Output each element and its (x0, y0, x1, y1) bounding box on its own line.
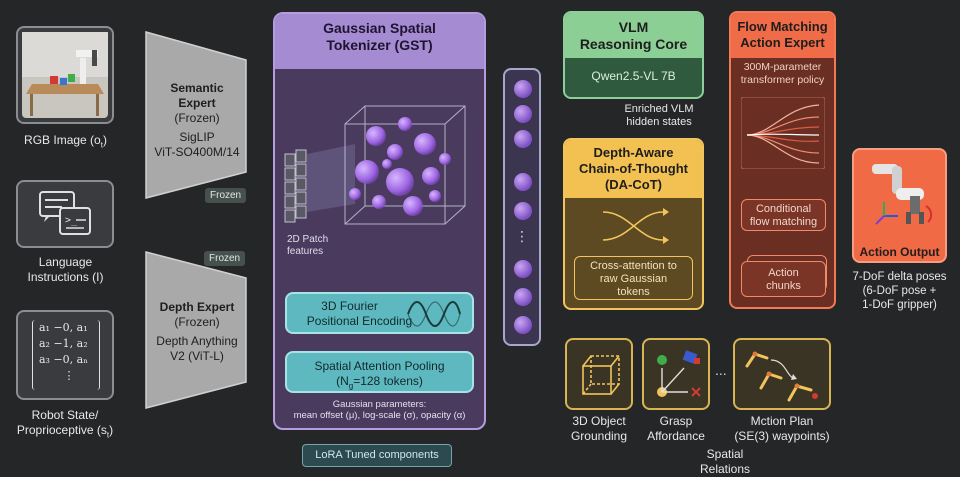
gaussian-token (514, 202, 532, 220)
robot-arm-gripper-icon (872, 164, 933, 225)
rgb-image-card (16, 26, 114, 124)
object-grounding-label: 3D Object Grounding (570, 414, 628, 443)
gaussian-token (514, 173, 532, 191)
chat-document-icon: >_ (39, 191, 91, 235)
fourier-encoding-box: 3D Fourier Positional Encoding (285, 292, 474, 334)
motion-plan-label: Mction Plan (SE(3) waypoints) (734, 414, 830, 443)
vlm-hidden-states-label: Enriched VLM hidden states (624, 103, 694, 128)
rgb-image-label: RGB Image (ot) (24, 133, 107, 150)
flow-title: Flow Matching Action Expert (737, 19, 828, 50)
robot-table-photo (22, 32, 108, 118)
vlm-model-name: Qwen2.5-VL 7B (591, 69, 676, 83)
motion-plan-card (733, 338, 831, 410)
semantic-expert-text: Semantic Expert (Frozen) SigLIP ViT-SO40… (154, 81, 240, 159)
gaussian-token (514, 316, 532, 334)
semantic-expert-shape (145, 31, 247, 199)
cross-attention-box: Cross-attention to raw Gaussian tokens (574, 256, 693, 300)
robot-state-label: Robot State/ Proprioceptive (st) (16, 408, 114, 440)
gaussian-token (514, 260, 532, 278)
depth-frozen-badge: Frozen (204, 251, 246, 266)
grasp-affordance-icon (657, 350, 701, 397)
depth-expert-text: Depth Expert (Frozen) Depth Anything V2 … (156, 300, 238, 363)
3d-cube-icon (582, 355, 620, 395)
gaussian-token-sequence: ⋮ (503, 68, 541, 346)
gaussian-token (514, 130, 532, 148)
gst-title: Gaussian Spatial Tokenizer (GST) (323, 20, 436, 53)
flow-header (731, 13, 834, 58)
gst-header (275, 14, 484, 69)
flow-trajectories-icon (741, 97, 825, 169)
gaussian-token (514, 105, 532, 123)
spatial-relations-label: Spatial Relations (699, 447, 751, 476)
gaussian-cloud-illustration (284, 105, 466, 225)
gaussian-token (514, 288, 532, 306)
state-matrix: a₁ −0, a₁ a₂ −1, a₂ a₃ −0, aₙ ⋮ (32, 320, 100, 390)
action-output-title: Action Output (859, 245, 940, 259)
object-grounding-card (565, 338, 633, 410)
language-instructions-card: >_ (16, 180, 114, 248)
lora-tuned-legend: LoRA Tuned components (302, 444, 452, 467)
flow-description: 300M-parameter transformer policy (740, 61, 825, 86)
dacot-header (565, 140, 702, 198)
depth-expert-shape (145, 251, 247, 409)
depth-aware-chain-of-thought: Depth-Aware Chain-of-Thought (DA-CoT) Cr… (563, 138, 704, 310)
gaussian-spatial-tokenizer-panel: Gaussian Spatial Tokenizer (GST) (273, 12, 486, 430)
vlm-reasoning-core: VLM Reasoning Core Qwen2.5-VL 7B (563, 11, 704, 99)
semantic-frozen-badge: Frozen (205, 188, 247, 203)
token-ellipsis: ⋮ (515, 228, 529, 244)
patch-features-label: 2D Patch features (287, 234, 329, 257)
gaussian-params-note: Gaussian parameters: mean offset (μ), lo… (293, 399, 466, 421)
robot-arm-waypoints-icon (745, 351, 818, 402)
gaussian-token (514, 80, 532, 98)
vlm-header (565, 13, 702, 58)
vlm-title: VLM Reasoning Core (579, 19, 688, 52)
svg-text:>_: >_ (65, 215, 78, 226)
dacot-title: Depth-Aware Chain-of-Thought (DA-CoT) (578, 145, 688, 192)
action-chunks-box: Action chunks (741, 261, 826, 297)
grasp-affordance-card (642, 338, 710, 410)
crossing-arrows-icon (602, 208, 669, 244)
robot-state-card: a₁ −0, a₁ a₂ −1, a₂ a₃ −0, aₙ ⋮ (16, 310, 114, 400)
conditional-flow-matching-box: Conditional flow matching (741, 199, 826, 231)
spatial-ellipsis: ... (715, 362, 727, 378)
sine-wave-icon (407, 301, 461, 327)
flow-matching-action-expert: Flow Matching Action Expert 300M-paramet… (729, 11, 836, 309)
action-output-description: 7-DoF delta poses (6-DoF pose + 1-DoF gr… (852, 271, 947, 311)
grasp-affordance-label: Grasp Affordance (647, 414, 705, 443)
language-instructions-label: Language Instructions (I) (27, 255, 104, 284)
spatial-attention-pooling-box: Spatial Attention Pooling (Ng=128 tokens… (285, 351, 474, 393)
action-output-box: Action Output (852, 148, 947, 263)
